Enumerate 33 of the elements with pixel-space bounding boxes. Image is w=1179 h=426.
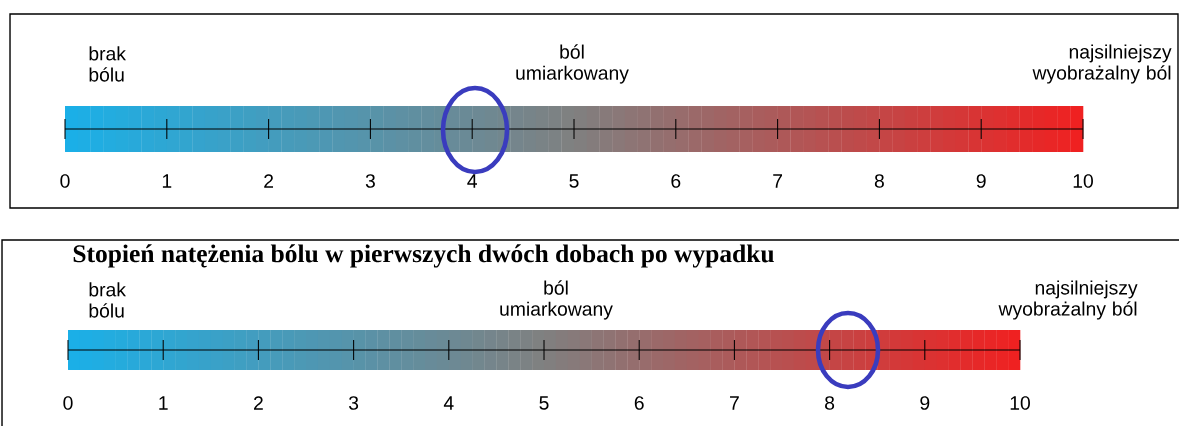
tick-label: 0 <box>63 396 73 410</box>
tick-label: 9 <box>976 174 986 188</box>
pain-scale-drawing <box>64 106 1084 152</box>
tick-label: 6 <box>634 396 644 410</box>
tick-label: 5 <box>569 174 579 188</box>
tick-label: 4 <box>443 396 454 410</box>
scale-label: ból umiarkowany <box>500 280 613 320</box>
tick-label: 10 <box>1010 396 1030 410</box>
tick-label: 6 <box>671 174 681 188</box>
scale-label: najsilniejszy wyobrażalny ból <box>998 280 1138 320</box>
tick-label: 8 <box>825 396 835 410</box>
tick-label: 7 <box>773 174 782 188</box>
tick-label: 10 <box>1073 174 1093 188</box>
tick-label: 1 <box>162 174 172 188</box>
tick-label: 3 <box>365 174 375 188</box>
chart-title: Stopień natężenia bólu w pierwszych dwóch dobach po wypadku <box>73 244 774 268</box>
tick-label: 2 <box>264 174 273 188</box>
tick-label: 4 <box>467 174 477 188</box>
scale-label: najsilniejszy wyobrażalny ból <box>1032 44 1172 84</box>
tick-label: 8 <box>874 174 884 188</box>
tick-label: 3 <box>349 396 359 410</box>
pain-scale-drawing <box>67 330 1021 370</box>
scale-label: brak bólu <box>89 46 126 82</box>
marker-circle <box>440 85 510 175</box>
tick-label: 9 <box>920 396 930 410</box>
marker-circle <box>815 310 881 390</box>
tick-label: 0 <box>60 174 70 188</box>
tick-label: 2 <box>254 396 263 410</box>
tick-label: 7 <box>730 396 739 410</box>
scale-label: brak bólu <box>89 282 126 318</box>
scale-label: ból umiarkowany <box>516 44 629 84</box>
tick-label: 1 <box>159 396 168 410</box>
tick-label: 5 <box>539 396 549 410</box>
